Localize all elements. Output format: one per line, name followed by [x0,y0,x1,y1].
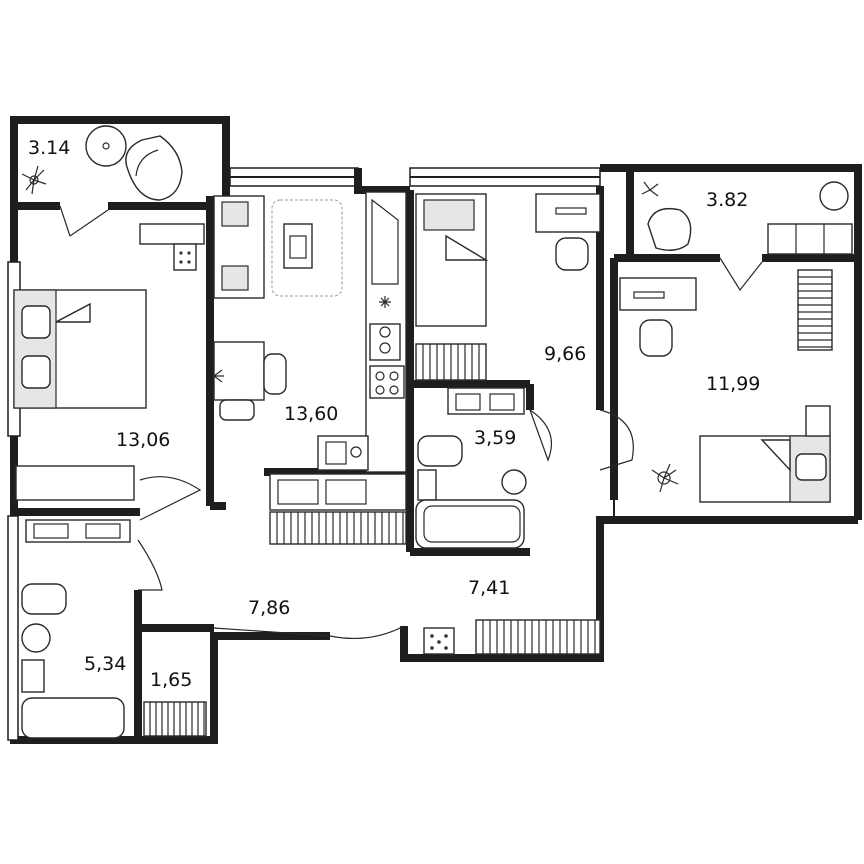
storage-radiator [143,701,207,737]
balcony-right-furniture [641,181,853,351]
room-labels: 3.14 3.82 13,06 13,60 9,66 11,99 3,59 7,… [28,137,760,691]
balcony-left-furniture [21,125,183,201]
area-label-storage: 1,65 [150,669,192,691]
area-label-bedroom-right: 11,99 [706,373,760,395]
radiator [415,343,487,381]
plant-icon [21,165,47,195]
doors [59,205,763,640]
hall-radiator [475,619,601,655]
area-label-bathroom-left: 5,34 [84,653,126,675]
area-label-bathroom-middle: 3,59 [474,427,516,449]
area-label-bedroom-middle: 9,66 [544,343,586,365]
bedroom-left-furniture [13,223,205,501]
kitchen-furniture [213,191,407,545]
bedroom-right-furniture [619,277,831,503]
area-label-balcony-left: 3.14 [28,137,70,159]
kitchen-window-hatch [269,511,407,545]
hall-right-furniture [423,619,601,655]
walls [7,116,862,744]
area-label-kitchen: 13,60 [284,403,338,425]
bedroom-middle-furniture [415,193,601,381]
area-label-hall-left: 7,86 [248,597,290,619]
bathroom-left-furniture [21,519,207,739]
area-label-hall-right: 7,41 [468,577,510,599]
radiator [797,269,833,351]
area-label-balcony-right: 3.82 [706,189,748,211]
area-label-bedroom-left: 13,06 [116,429,170,451]
bathroom-middle-furniture [415,387,527,549]
radiator [15,465,135,501]
radiator [269,473,407,511]
